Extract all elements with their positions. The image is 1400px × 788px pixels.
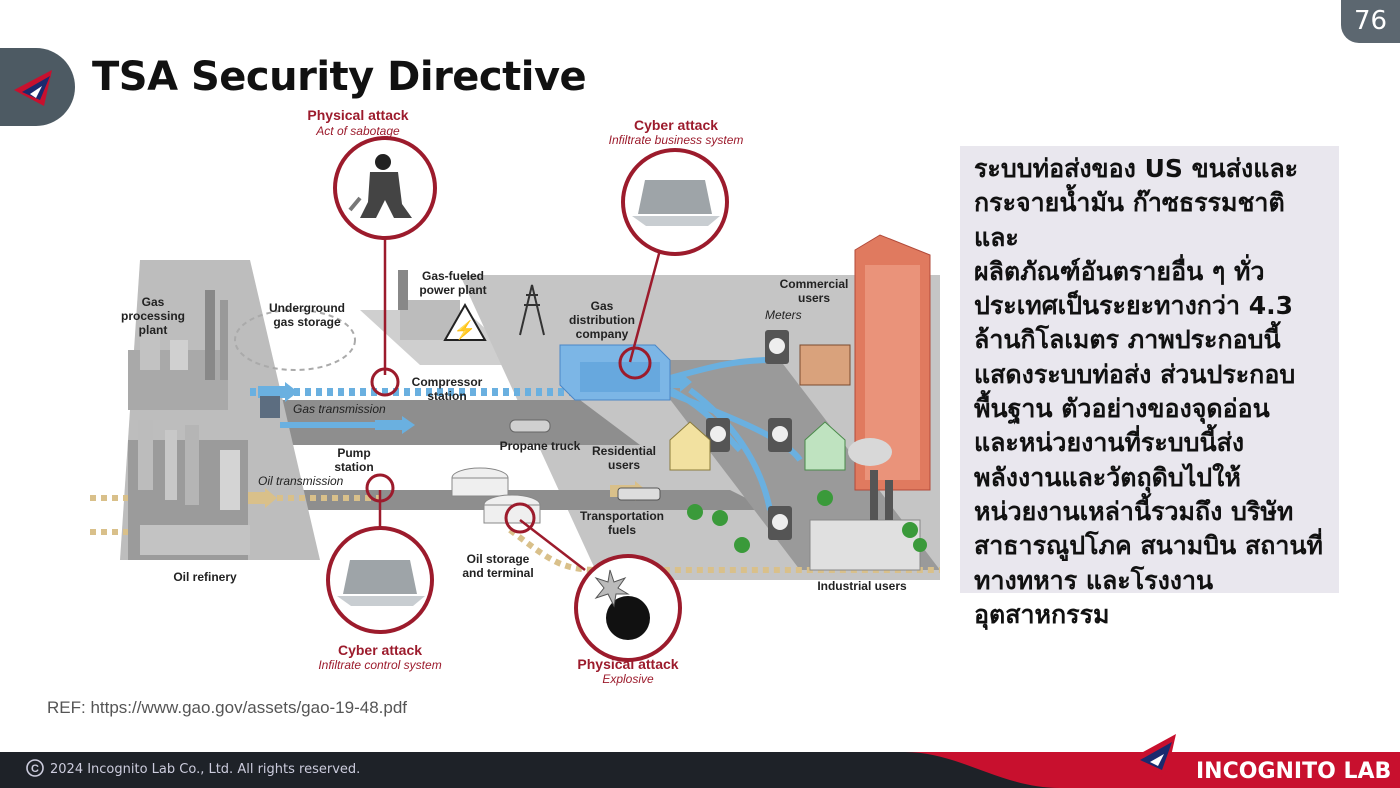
logo-tab bbox=[0, 48, 75, 126]
label-residential-1: Residential bbox=[592, 444, 656, 458]
physical-attack-top-subtitle: Act of sabotage bbox=[315, 124, 400, 138]
label-gas-transmission: Gas transmission bbox=[293, 402, 386, 416]
physical-attack-bottom-subtitle: Explosive bbox=[602, 672, 654, 686]
description-line: ผลิตภัณฑ์อันตรายอื่น ๆ ทั่ว bbox=[974, 256, 1265, 286]
physical-attack-top-title: Physical attack bbox=[307, 107, 408, 123]
label-underground-2: gas storage bbox=[273, 315, 341, 329]
description-line: หน่วยงานเหล่านี้รวมถึง บริษัท bbox=[974, 496, 1294, 526]
label-oil-storage-1: Oil storage bbox=[467, 552, 530, 566]
label-gas-dist-2: distribution bbox=[569, 313, 635, 327]
description-line: ประเทศเป็นระยะทางกว่า 4.3 bbox=[974, 291, 1293, 321]
copyright-icon: C bbox=[26, 759, 44, 777]
label-commercial-1: Commercial bbox=[780, 277, 849, 291]
svg-text:C: C bbox=[31, 763, 39, 775]
reference-link[interactable]: REF: https://www.gao.gov/assets/gao-19-4… bbox=[47, 698, 408, 717]
label-gas-processing-2: processing bbox=[121, 309, 185, 323]
label-commercial-2: users bbox=[798, 291, 830, 305]
cyber-attack-top-circle bbox=[621, 148, 729, 256]
brand-name: INCOGNITO LAB bbox=[1196, 759, 1392, 784]
label-underground-1: Underground bbox=[269, 301, 345, 315]
svg-text:⚡: ⚡ bbox=[454, 319, 476, 341]
label-transport-2: fuels bbox=[608, 523, 636, 537]
label-pump-2: station bbox=[334, 460, 373, 474]
cyber-attack-top-subtitle: Infiltrate business system bbox=[609, 133, 744, 147]
label-propane-truck: Propane truck bbox=[500, 439, 581, 453]
description-line: อุตสาหกรรม bbox=[974, 599, 1110, 629]
label-oil-storage-2: and terminal bbox=[462, 566, 533, 580]
description-line: ระบบท่อส่งของ US ขนส่งและ bbox=[974, 154, 1299, 183]
description-line: พื้นฐาน ตัวอย่างของจุดอ่อน bbox=[974, 394, 1270, 424]
physical-attack-bottom-title: Physical attack bbox=[577, 656, 678, 672]
description-line: และหน่วยงานที่ระบบนี้ส่ง bbox=[974, 428, 1245, 458]
physical-attack-top-circle bbox=[333, 136, 437, 240]
cyber-attack-bottom-subtitle: Infiltrate control system bbox=[318, 658, 441, 672]
label-compressor-1: Compressor bbox=[412, 375, 483, 389]
description-line: ล้านกิโลเมตร ภาพประกอบนี้ bbox=[974, 325, 1281, 355]
label-industrial: Industrial users bbox=[817, 579, 907, 593]
label-gas-processing-1: Gas bbox=[142, 295, 165, 309]
page-number-badge: 76 bbox=[1341, 0, 1400, 43]
pipeline-diagram: ⚡ bbox=[90, 107, 940, 686]
cyber-attack-top-title: Cyber attack bbox=[634, 117, 718, 133]
physical-attack-bottom-circle bbox=[574, 554, 682, 662]
label-gas-dist-3: company bbox=[576, 327, 629, 341]
copyright-text: 2024 Incognito Lab Co., Ltd. All rights … bbox=[50, 762, 361, 777]
label-oil-transmission: Oil transmission bbox=[258, 474, 344, 488]
label-gas-fueled-1: Gas-fueled bbox=[422, 269, 484, 283]
label-compressor-2: station bbox=[427, 389, 466, 403]
description-line: กระจายน้ำมัน ก๊าซธรรมชาติ และ bbox=[974, 188, 1285, 252]
incognito-logo-icon bbox=[14, 70, 52, 106]
page-title: TSA Security Directive bbox=[92, 54, 587, 100]
incognito-footer-logo-icon bbox=[1132, 734, 1176, 778]
description-line: ทางทหาร และโรงงาน bbox=[974, 565, 1214, 595]
description-box: ระบบท่อส่งของ US ขนส่งและ กระจายน้ำมัน ก… bbox=[960, 146, 1339, 629]
label-pump-1: Pump bbox=[337, 446, 370, 460]
description-line: พลังงานและวัตถุดิบไปให้ bbox=[974, 462, 1241, 492]
description-line: แสดงระบบท่อส่ง ส่วนประกอบ bbox=[974, 359, 1296, 389]
label-meters: Meters bbox=[765, 308, 802, 322]
cyber-attack-bottom-circle bbox=[326, 526, 434, 634]
cyber-attack-bottom-title: Cyber attack bbox=[338, 642, 422, 658]
label-gas-dist-1: Gas bbox=[591, 299, 614, 313]
label-gas-processing-3: plant bbox=[139, 323, 168, 337]
label-residential-2: users bbox=[608, 458, 640, 472]
label-transport-1: Transportation bbox=[580, 509, 664, 523]
description-line: สาธารณูปโภค สนามบิน สถานที่ bbox=[974, 531, 1323, 561]
label-gas-fueled-2: power plant bbox=[419, 283, 486, 297]
description-text: ระบบท่อส่งของ US ขนส่งและ กระจายน้ำมัน ก… bbox=[974, 152, 1325, 632]
label-oil-refinery: Oil refinery bbox=[173, 570, 237, 584]
